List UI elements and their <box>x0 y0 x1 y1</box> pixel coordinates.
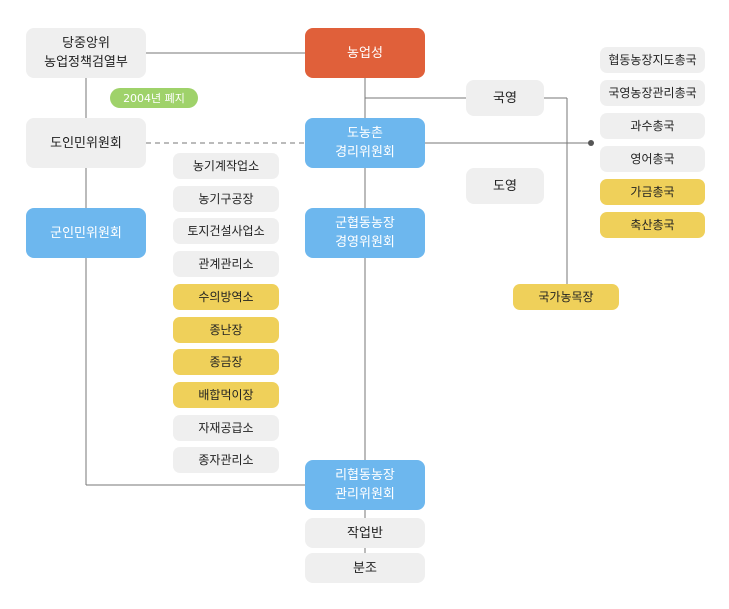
county-unit: 종금장 <box>173 349 279 375</box>
work-team: 작업반 <box>305 518 425 548</box>
repeal-2004-tag: 2004년 폐지 <box>110 88 198 108</box>
rural-management-committee: 도농촌 경리위원회 <box>305 118 425 168</box>
county-unit: 농기계작업소 <box>173 153 279 179</box>
general-bureau: 영어총국 <box>600 146 705 172</box>
national-ranch: 국가농목장 <box>513 284 619 310</box>
county-unit: 농기구공장 <box>173 186 279 212</box>
general-bureau: 협동농장지도총국 <box>600 47 705 73</box>
ministry-of-agriculture: 농업성 <box>305 28 425 78</box>
general-bureau: 축산총국 <box>600 212 705 238</box>
general-bureau: 가금총국 <box>600 179 705 205</box>
general-bureau: 국영농장관리총국 <box>600 80 705 106</box>
sub-team: 분조 <box>305 553 425 583</box>
general-bureau: 과수총국 <box>600 113 705 139</box>
county-unit: 토지건설사업소 <box>173 218 279 244</box>
county-unit: 관계관리소 <box>173 251 279 277</box>
county-coop-committee: 군협동농장 경영위원회 <box>305 208 425 258</box>
province-run: 도영 <box>466 168 544 204</box>
party-policy-dept: 당중앙위 농업정책검열부 <box>26 28 146 78</box>
county-unit: 자재공급소 <box>173 415 279 441</box>
county-peoples-committee: 군인민위원회 <box>26 208 146 258</box>
province-peoples-committee: 도인민위원회 <box>26 118 146 168</box>
state-run: 국영 <box>466 80 544 116</box>
county-unit: 종난장 <box>173 317 279 343</box>
county-unit: 종자관리소 <box>173 447 279 473</box>
county-unit: 배합먹이장 <box>173 382 279 408</box>
connector-dot <box>588 140 594 146</box>
ri-coop-committee: 리협동농장 관리위원회 <box>305 460 425 510</box>
county-unit: 수의방역소 <box>173 284 279 310</box>
